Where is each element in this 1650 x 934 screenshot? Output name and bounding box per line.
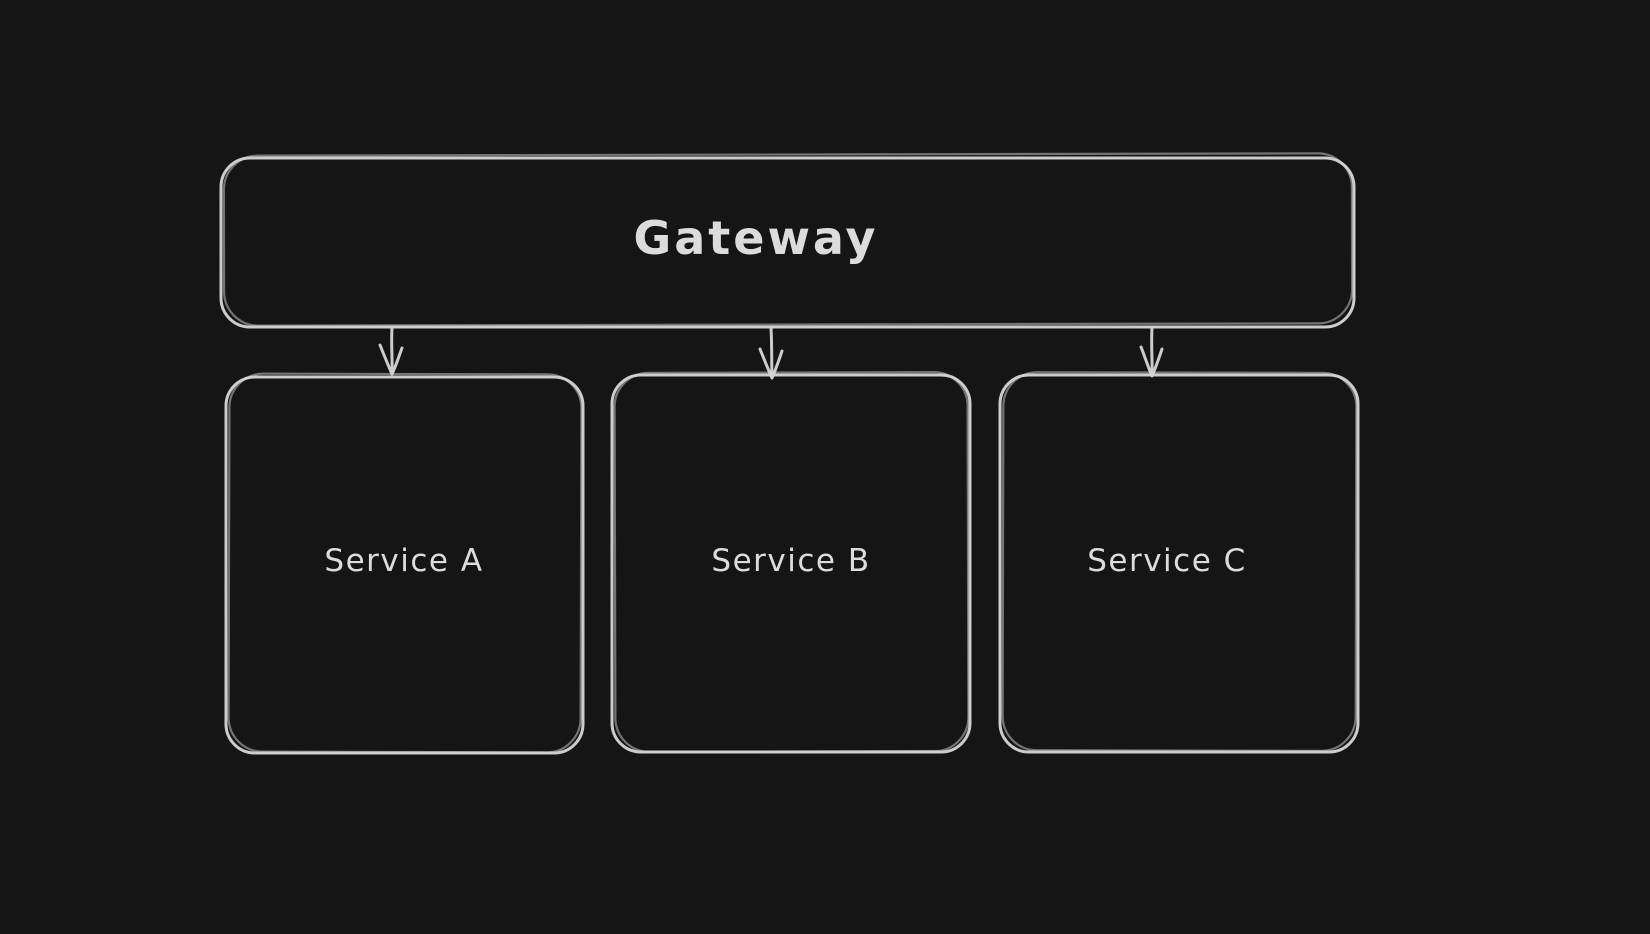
gateway-box-echo-stroke	[222, 152, 1354, 327]
node-service-a-shape[interactable]	[224, 372, 585, 755]
edge-b-arrowhead-icon	[758, 347, 784, 380]
edge-gateway-to-service-b[interactable]	[758, 326, 784, 380]
gateway-label: Gateway	[633, 211, 879, 265]
node-service-c-shape[interactable]	[998, 371, 1360, 754]
gateway-box-outline	[219, 156, 1356, 329]
edge-gateway-to-service-a[interactable]	[378, 326, 404, 376]
edge-gateway-to-service-c[interactable]	[1139, 326, 1164, 378]
service-a-label: Service A	[324, 543, 484, 579]
service-c-box-outline	[998, 373, 1360, 754]
edge-a-arrowhead-icon	[378, 343, 404, 376]
service-b-label: Service B	[711, 543, 871, 579]
node-gateway-shape[interactable]	[219, 152, 1356, 329]
node-service-b-shape[interactable]	[610, 371, 972, 754]
edge-b-line	[769, 326, 774, 378]
service-c-label: Service C	[1087, 543, 1247, 579]
service-b-box-outline	[610, 373, 972, 754]
edge-c-arrowhead-icon	[1139, 345, 1164, 378]
service-a-box-outline	[224, 375, 585, 755]
